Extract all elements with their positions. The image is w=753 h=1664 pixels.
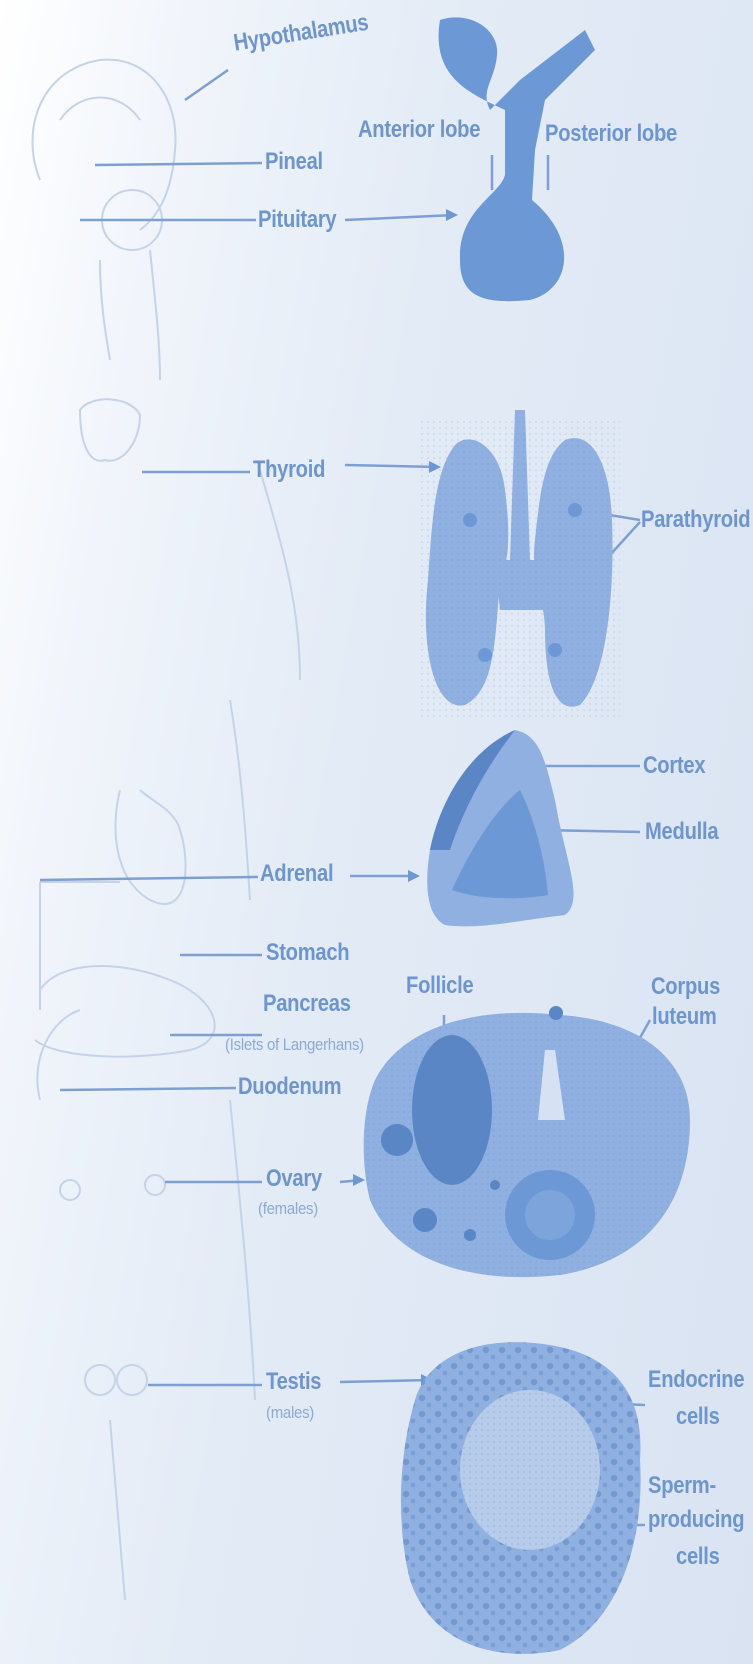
- medulla-label: Medulla: [645, 820, 718, 844]
- endocrine-label: Endocrine: [648, 1368, 744, 1392]
- duodenum-label: Duodenum: [238, 1075, 341, 1099]
- ovary: [364, 1006, 690, 1277]
- luteum-label: luteum: [652, 1005, 717, 1029]
- sperm-label: Sperm-: [648, 1474, 716, 1498]
- cortex-label: Cortex: [643, 754, 705, 778]
- parathyroid-label: Parathyroid: [641, 508, 750, 532]
- males-label: (males): [266, 1404, 314, 1421]
- anterior-lobe-label: Anterior lobe: [358, 118, 480, 142]
- ovary-label: Ovary: [266, 1167, 322, 1191]
- thyroid-label: Thyroid: [253, 458, 325, 482]
- corpus-label: Corpus: [651, 975, 720, 999]
- testis-label: Testis: [266, 1370, 321, 1394]
- posterior-lobe-label: Posterior lobe: [545, 122, 677, 146]
- body-sketch: [33, 60, 301, 1600]
- pituitary-label: Pituitary: [258, 208, 336, 232]
- stomach-label: Stomach: [266, 941, 349, 965]
- pointer-lines: [40, 70, 650, 1525]
- endocrine-cells-label: cells: [676, 1405, 720, 1429]
- pituitary-gland: [439, 17, 595, 301]
- pancreas-label: Pancreas: [263, 992, 351, 1016]
- sperm-cells-label: cells: [676, 1545, 720, 1569]
- pineal-label: Pineal: [265, 150, 323, 174]
- producing-label: producing: [648, 1508, 744, 1532]
- thyroid-gland: [420, 410, 620, 720]
- testis: [401, 1342, 641, 1654]
- islets-label: (Islets of Langerhans): [225, 1036, 364, 1053]
- females-label: (females): [258, 1200, 318, 1217]
- follicle-label: Follicle: [406, 974, 473, 998]
- adrenal-label: Adrenal: [260, 862, 333, 886]
- adrenal-gland: [427, 730, 573, 926]
